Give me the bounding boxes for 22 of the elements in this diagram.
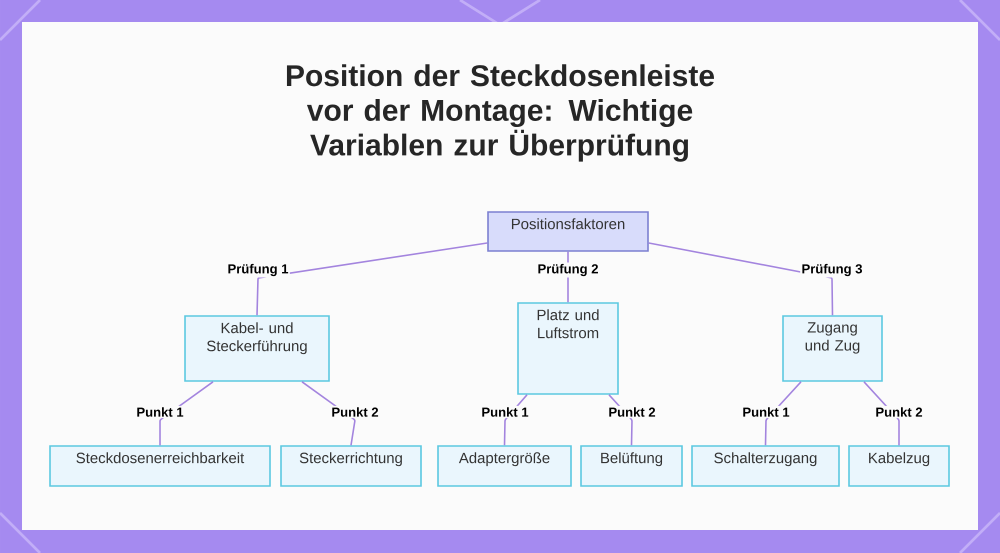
process-box: Schalterzugang bbox=[691, 445, 840, 487]
process-box: Positionsfaktoren bbox=[487, 211, 649, 252]
title: Position der Steckdosenleiste vor der Montage: Wichtige Variablen zur Überprüfung bbox=[286, 64, 714, 162]
edge-label: Punkt 1 bbox=[137, 407, 184, 417]
process-box: Steckerrichtung bbox=[280, 445, 422, 487]
connector bbox=[648, 242, 834, 316]
process-box: Steckdosenerreichbarkeit bbox=[49, 445, 271, 487]
process-box: Platz und Luftstrom bbox=[517, 302, 619, 395]
edge-label: Punkt 2 bbox=[876, 407, 922, 417]
edge-label: Punkt 2 bbox=[609, 407, 656, 417]
connector bbox=[256, 242, 488, 316]
edge-label: Punkt 1 bbox=[482, 407, 528, 417]
edge-label: Prüfung 3 bbox=[802, 264, 862, 276]
edge-label: Punkt 1 bbox=[743, 407, 790, 417]
edge-label: Punkt 2 bbox=[332, 407, 378, 417]
process-box: Belüftung bbox=[580, 445, 683, 487]
process-box: Zugang und Zug bbox=[782, 315, 883, 382]
process-box: Kabelzug bbox=[848, 445, 950, 487]
process-box: Adaptergröße bbox=[437, 445, 572, 487]
edge-label: Prüfung 2 bbox=[538, 264, 598, 276]
process-box: Kabel- und Steckerführung bbox=[184, 315, 330, 382]
edge-label: Prüfung 1 bbox=[228, 264, 288, 276]
